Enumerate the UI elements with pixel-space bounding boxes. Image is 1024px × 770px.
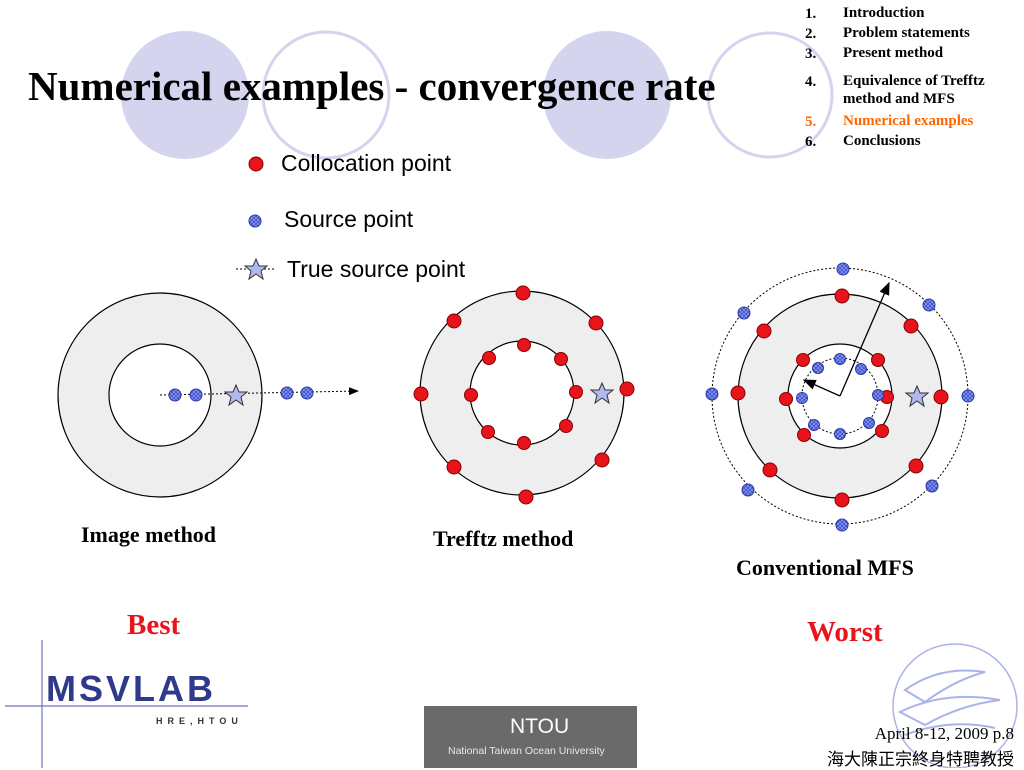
toc-number: 5. bbox=[805, 114, 817, 130]
toc-label: Present method bbox=[843, 45, 944, 61]
trefftz-collocation-points bbox=[413, 285, 635, 505]
deco-circle-3 bbox=[543, 31, 671, 159]
image-source-point bbox=[280, 386, 294, 400]
ntou-logo-banner: NTOU National Taiwan Ocean University bbox=[424, 706, 637, 768]
slide-title: Numerical examples - convergence rate bbox=[28, 63, 716, 109]
toc-item-numerical-examples[interactable]: 5. Numerical examples bbox=[805, 112, 1018, 132]
caption-conventional-mfs: Conventional MFS bbox=[736, 555, 914, 580]
ntou-logo-name: NTOU bbox=[510, 715, 570, 738]
toc-number: 4. bbox=[805, 74, 817, 90]
ntou-seal-logo bbox=[892, 643, 1018, 768]
table-of-contents: 1. Introduction 2. Problem statements 3.… bbox=[805, 4, 1018, 152]
deco-circle-2 bbox=[261, 30, 391, 160]
deco-circle-4 bbox=[706, 31, 834, 159]
toc-item-present-method[interactable]: 3. Present method bbox=[805, 44, 1018, 64]
toc-item-problem-statements[interactable]: 2. Problem statements bbox=[805, 24, 1018, 44]
deco-circle-1 bbox=[121, 31, 249, 159]
image-source-point bbox=[168, 388, 182, 402]
ntou-logo-fullname: National Taiwan Ocean University bbox=[448, 745, 605, 757]
legend-source-label: Source point bbox=[284, 206, 414, 232]
image-source-point bbox=[300, 386, 314, 400]
toc-label: Numerical examples bbox=[843, 113, 974, 129]
toc-item-introduction[interactable]: 1. Introduction bbox=[805, 4, 1018, 24]
footer-date-page: April 8-12, 2009 p.8 bbox=[874, 724, 1014, 743]
msvlab-logo-lines bbox=[5, 640, 248, 768]
outer-radius-arrow bbox=[839, 281, 890, 397]
toc-number: 3. bbox=[805, 46, 817, 62]
legend-true-source-label: True source point bbox=[287, 256, 466, 282]
verdict-worst: Worst bbox=[807, 616, 883, 648]
legend-collocation-label: Collocation point bbox=[281, 150, 452, 176]
mfs-collocation-points bbox=[730, 288, 949, 508]
mfs-diagram bbox=[705, 262, 975, 532]
inner-radius-arrow bbox=[802, 379, 841, 397]
toc-label: Introduction bbox=[843, 5, 925, 21]
toc-item-equivalence[interactable]: 4. Equivalence of Trefftz method and MFS bbox=[805, 72, 1018, 108]
toc-number: 6. bbox=[805, 134, 817, 150]
msvlab-logo: MSVLAB bbox=[46, 668, 216, 709]
msvlab-logo-subtitle: HRE,HTOU bbox=[156, 716, 243, 726]
header-decoration bbox=[121, 30, 834, 160]
toc-label: Equivalence of Trefftz method and MFS bbox=[843, 73, 985, 107]
legend-source-marker bbox=[248, 214, 262, 228]
trefftz-method-diagram bbox=[413, 285, 635, 505]
toc-label: Problem statements bbox=[843, 25, 970, 41]
legend-true-source-marker bbox=[236, 257, 276, 281]
toc-number: 2. bbox=[805, 26, 817, 42]
toc-number: 1. bbox=[805, 6, 817, 22]
verdict-best: Best bbox=[127, 609, 181, 641]
footer-author: 海大陳正宗終身特聘教授 bbox=[827, 750, 1014, 770]
mfs-source-points bbox=[705, 262, 975, 532]
image-method-diagram bbox=[57, 292, 359, 498]
legend-collocation-marker bbox=[248, 156, 264, 172]
caption-trefftz-method: Trefftz method bbox=[433, 526, 574, 551]
true-source-star bbox=[589, 381, 615, 405]
caption-image-method: Image method bbox=[81, 522, 217, 547]
toc-item-conclusions[interactable]: 6. Conclusions bbox=[805, 132, 1018, 152]
toc-label: Conclusions bbox=[843, 133, 921, 149]
image-source-point bbox=[189, 388, 203, 402]
true-source-star bbox=[904, 384, 930, 408]
true-source-star bbox=[223, 383, 249, 407]
